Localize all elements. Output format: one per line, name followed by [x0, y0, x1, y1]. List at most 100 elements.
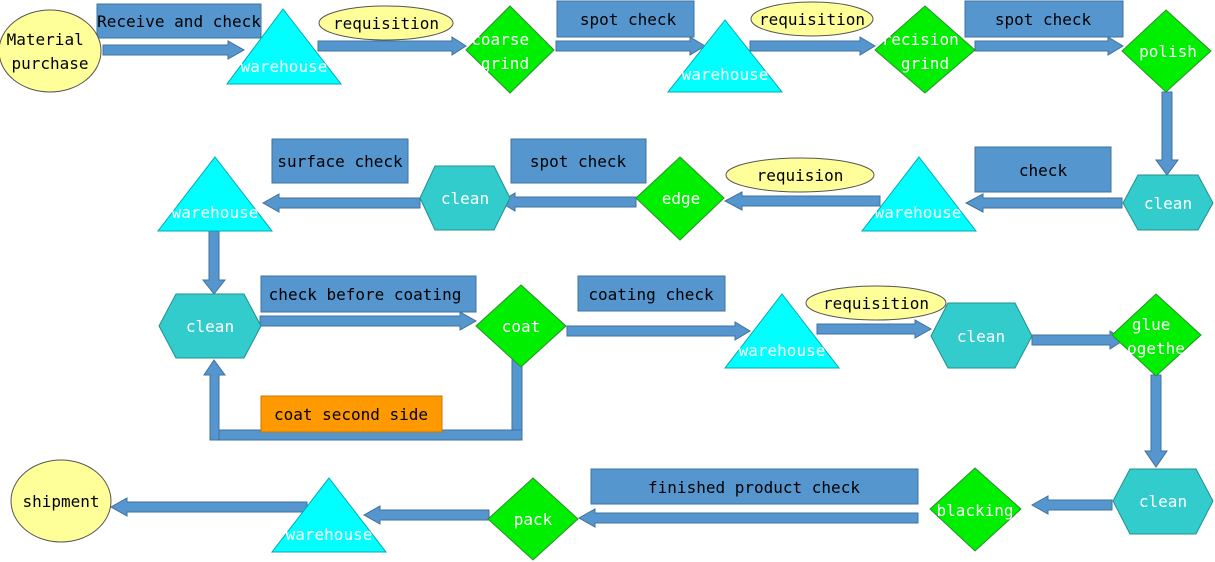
arrow-coat-loop-up — [203, 359, 226, 441]
warehouse-label-6: warehouse — [286, 525, 373, 544]
coat-second-side-label: coat second side — [274, 405, 428, 424]
requisition-label-3: requisition — [823, 294, 929, 313]
arrow-pack-to-warehouse — [362, 505, 490, 525]
precision-grind-label: recision grind — [882, 30, 969, 73]
material-purchase-line-1: Material — [7, 30, 84, 49]
check-box — [974, 146, 1112, 193]
shipment-node — [10, 459, 112, 543]
warehouse-label-3: warehouse — [875, 203, 962, 222]
arrow-warehouse-to-clean-down — [201, 230, 227, 295]
material-purchase-node — [0, 9, 102, 93]
spot-check-label-2: spot check — [995, 10, 1092, 29]
warehouse-node-5 — [723, 293, 841, 369]
arrow-coarse-grind-to-warehouse — [555, 36, 706, 56]
finished-product-check-box — [590, 468, 919, 505]
check-before-coating-label: check before coating — [269, 285, 462, 304]
spot-check-box-3 — [510, 138, 647, 184]
glue-together-line-1: glue — [1132, 315, 1171, 334]
clean-node-3 — [158, 293, 262, 359]
warehouse-label-2: warehouse — [682, 65, 769, 84]
surface-check-label: surface check — [277, 152, 403, 171]
requisition-label-2: requisition — [759, 10, 865, 29]
requisition-oval-1 — [318, 5, 454, 41]
coarse-grind-line-1: coarse — [471, 30, 529, 49]
pack-node — [487, 477, 579, 561]
glue-together-label: glue ogethe — [1127, 315, 1185, 358]
check-label: check — [1019, 161, 1068, 180]
requisition-oval-3 — [805, 285, 947, 321]
coarse-grind-node — [465, 5, 555, 94]
warehouse-node-2 — [666, 19, 784, 93]
pack-label: pack — [514, 510, 553, 529]
process-nodes: Material purchase warehouse coarse grind… — [0, 5, 1214, 561]
arrow-clean-to-blacking — [1030, 495, 1113, 515]
clean-node-1 — [1122, 174, 1214, 231]
spot-check-label-1: spot check — [580, 10, 677, 29]
arrow-purchase-to-warehouse — [102, 40, 246, 60]
check-before-coating-box — [260, 275, 477, 313]
requisition-oval-2 — [750, 1, 874, 37]
blacking-node — [929, 467, 1022, 552]
arrow-precision-grind-to-polish — [974, 36, 1124, 56]
arrow-coat-loop-down — [511, 357, 523, 441]
warehouse-node-3 — [860, 156, 978, 232]
glue-together-node — [1111, 293, 1202, 377]
surface-check-box — [271, 138, 409, 184]
precision-grind-line-2: grind — [901, 54, 949, 73]
arrow-clean-to-glue — [1031, 330, 1125, 350]
shipment-label: shipment — [22, 492, 99, 511]
receive-and-check-box — [96, 3, 262, 39]
coarse-grind-label: coarse grind — [471, 30, 538, 73]
blacking-label: blacking — [936, 501, 1013, 520]
requision-oval — [725, 157, 875, 193]
requision-label: requision — [757, 166, 844, 185]
flow-arrows — [102, 36, 1179, 528]
glue-together-line-2: ogethe — [1127, 339, 1185, 358]
finished-product-check-label: finished product check — [648, 478, 860, 497]
warehouse-node-1 — [226, 8, 343, 85]
arrow-clean-to-coat — [259, 311, 478, 331]
material-purchase-line-2: purchase — [11, 54, 88, 73]
arrow-clean-to-warehouse — [964, 193, 1123, 213]
clean-label-2: clean — [441, 189, 489, 208]
coating-check-box — [577, 275, 726, 312]
arrow-warehouse-to-edge — [723, 191, 881, 211]
arrow-glue-to-clean-down — [1144, 374, 1168, 468]
warehouse-node-6 — [270, 477, 388, 553]
clean-label-3: clean — [186, 317, 234, 336]
coating-check-label: coating check — [588, 285, 714, 304]
arrow-clean-to-warehouse-left — [261, 193, 421, 213]
spot-check-box-2 — [964, 0, 1124, 38]
arrow-polish-to-clean — [1155, 91, 1179, 176]
arrow-warehouse-to-clean — [816, 319, 933, 339]
receive-and-check-label: Receive and check — [97, 12, 261, 31]
coat-node — [475, 284, 567, 368]
precision-grind-node — [874, 5, 976, 94]
clean-node-4 — [930, 302, 1033, 369]
arrow-warehouse-to-coarse-grind — [317, 36, 467, 56]
warehouse-label-5: warehouse — [739, 341, 826, 360]
arrow-warehouse-to-shipment — [109, 497, 308, 517]
clean-label-1: clean — [1144, 194, 1192, 213]
edge-node — [635, 156, 725, 241]
arrow-coat-to-warehouse — [566, 321, 751, 341]
precision-grind-line-1: recision — [882, 30, 959, 49]
clean-node-2 — [419, 165, 511, 231]
material-purchase-label: Material purchase — [7, 30, 94, 73]
arrow-edge-to-clean — [499, 192, 637, 212]
clean-node-5 — [1112, 468, 1214, 535]
arrow-warehouse-to-precision-grind — [749, 36, 876, 56]
coat-label: coat — [502, 317, 541, 336]
check-labels: Receive and check requisition spot check… — [96, 0, 1124, 505]
clean-label-4: clean — [957, 327, 1005, 346]
warehouse-label-4: warehouse — [172, 203, 259, 222]
polish-node — [1121, 9, 1212, 93]
coarse-grind-line-2: grind — [481, 54, 529, 73]
arrow-blacking-to-pack — [577, 508, 919, 528]
clean-label-5: clean — [1139, 492, 1187, 511]
spot-check-box-1 — [556, 0, 695, 38]
requisition-label-1: requisition — [333, 14, 439, 33]
spot-check-label-3: spot check — [530, 152, 627, 171]
warehouse-label-1: warehouse — [241, 57, 328, 76]
